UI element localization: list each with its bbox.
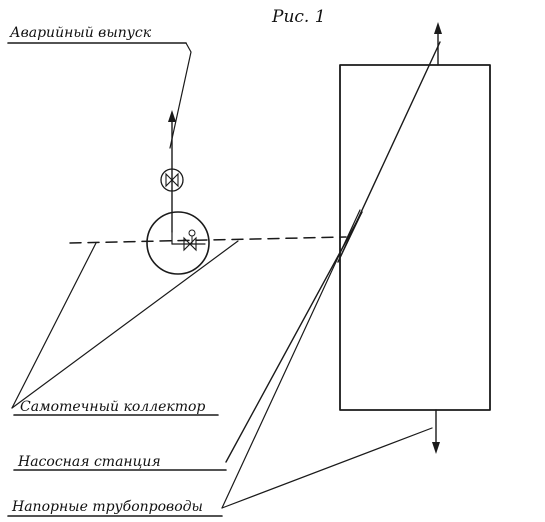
pump-indicator-icon: [188, 229, 196, 237]
bottom-outlet-arrow-icon: [432, 442, 440, 454]
label-pressure-pipelines: Напорные трубопроводы: [11, 499, 203, 515]
emergency-outlet-arrow-icon: [168, 110, 176, 122]
label-gravity-collector: Самотечный коллектор: [20, 399, 205, 415]
leader-collector-2: [11, 240, 239, 409]
top-outlet-arrow-icon: [434, 22, 442, 34]
label-pump-station: Насосная станция: [17, 454, 161, 470]
leader-pressure-2: [221, 427, 433, 509]
pressure-pipeline-3: [337, 211, 363, 263]
pump-valve-icon: [183, 236, 197, 252]
gravity-collector-line: [69, 236, 347, 244]
leader-emergency-outlet: [169, 42, 192, 149]
emergency-valve-icon: [160, 168, 184, 192]
leader-pressure-1: [221, 209, 361, 509]
label-emergency-outlet: Аварийный выпуск: [9, 25, 152, 41]
pump-station-circle: [146, 211, 210, 275]
emergency-valve-symbol-icon: [165, 172, 179, 188]
figure-caption: Рис. 1: [271, 7, 326, 27]
facility-rectangle: [339, 64, 491, 411]
leader-collector-1: [11, 242, 97, 409]
